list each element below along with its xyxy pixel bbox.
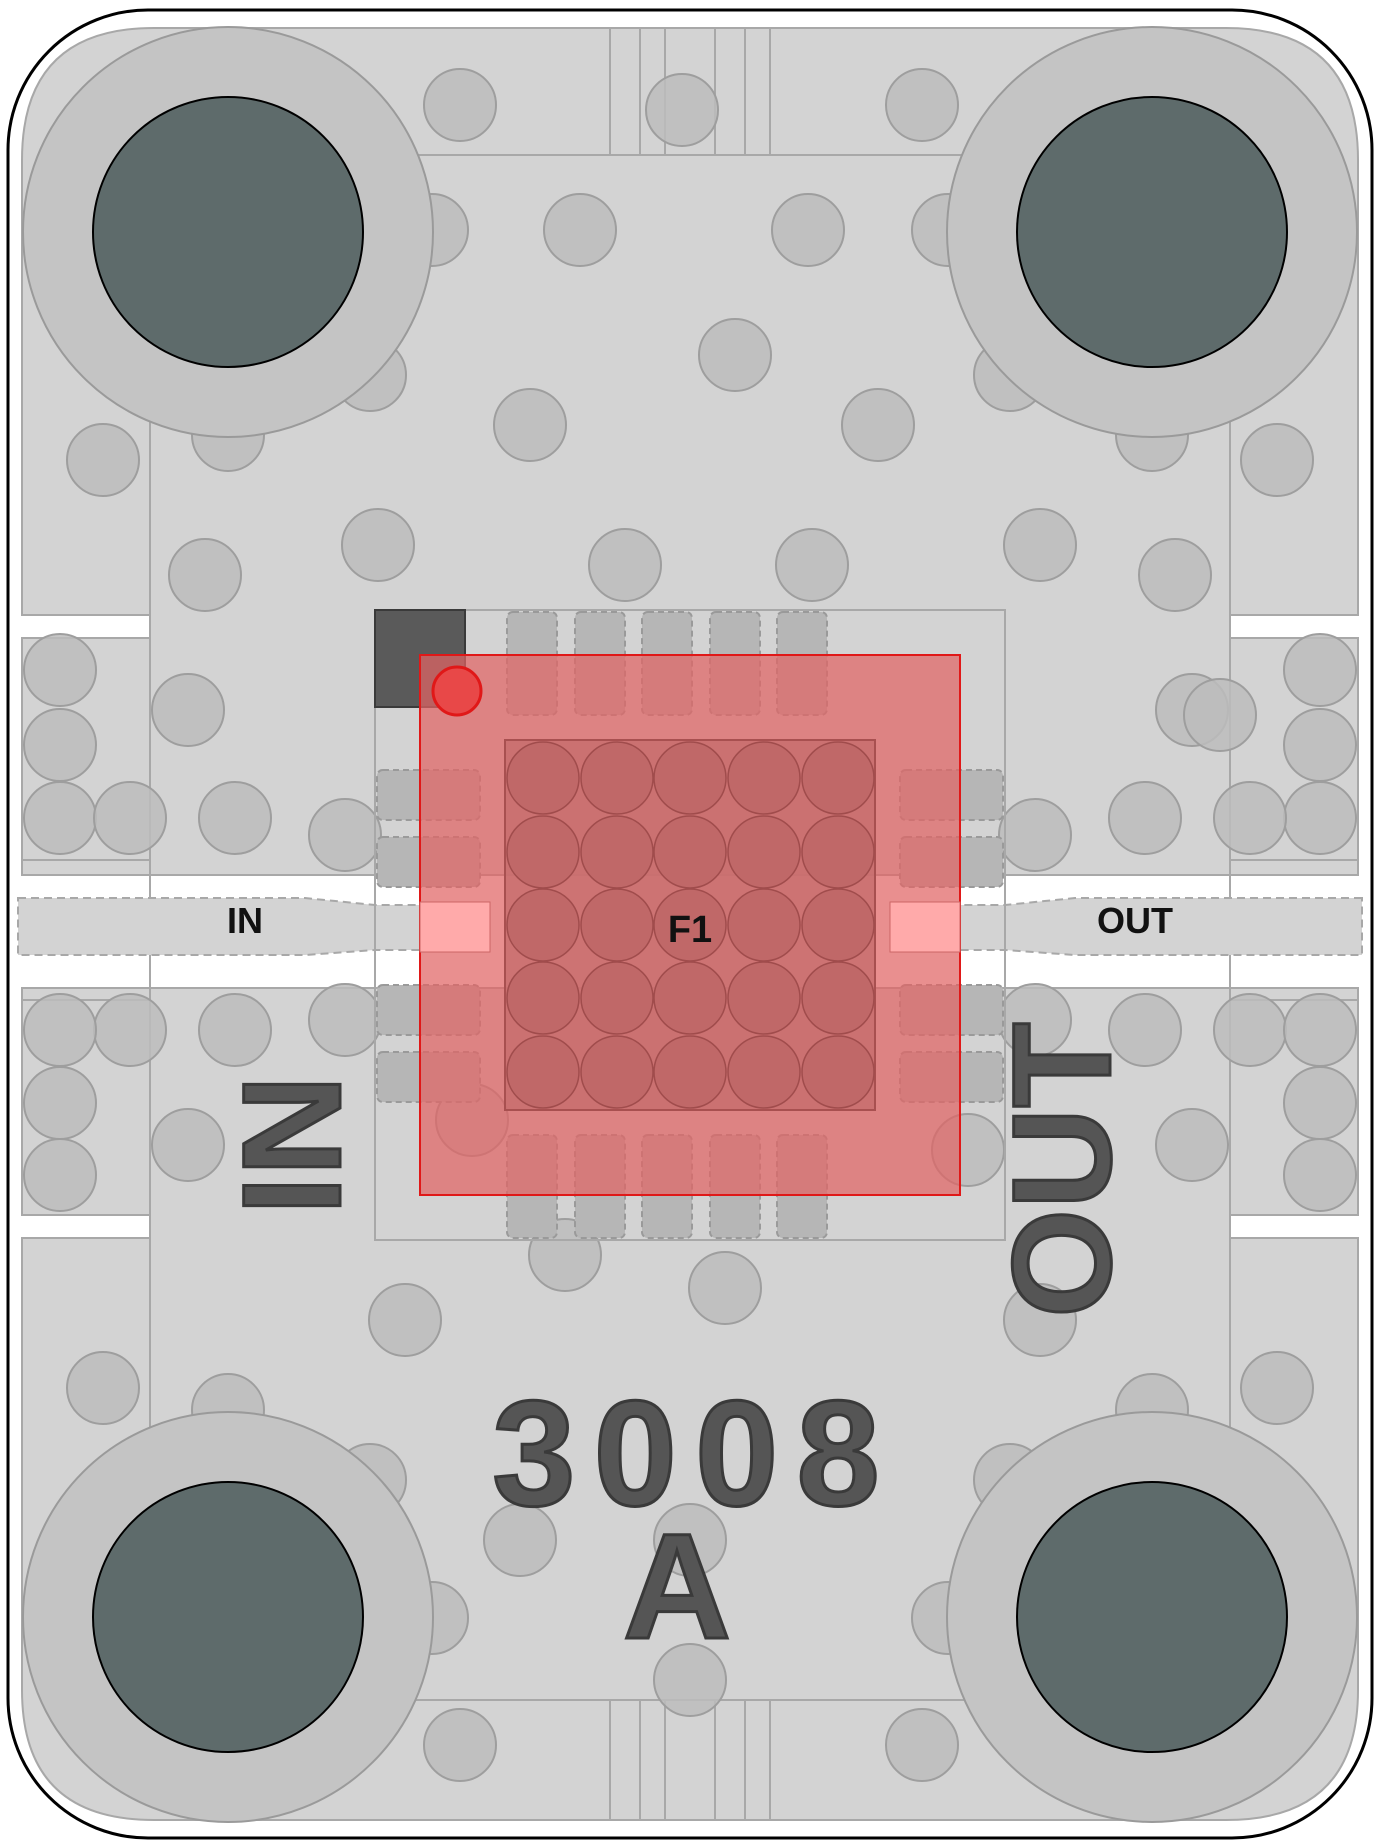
via: [168, 538, 242, 612]
via: [198, 993, 272, 1067]
mount-hole-bottom-left: [22, 1411, 434, 1823]
out-trace-label: OUT: [1097, 900, 1173, 941]
thermal-via: [653, 888, 727, 962]
via: [998, 798, 1072, 872]
via: [23, 781, 97, 855]
via: [653, 1503, 727, 1577]
via: [23, 633, 97, 707]
mount-hole-top-right: [946, 26, 1358, 438]
via: [653, 1643, 727, 1717]
thermal-via: [727, 741, 801, 815]
part-number-label: 3008: [492, 1369, 898, 1537]
component-ref-label: F1: [668, 909, 712, 951]
thermal-via: [506, 888, 580, 962]
via: [1108, 993, 1182, 1067]
via: [885, 1708, 959, 1782]
thermal-via: [580, 1035, 654, 1109]
via: [771, 193, 845, 267]
via: [93, 993, 167, 1067]
via: [1240, 1351, 1314, 1425]
rf-out-pad: [889, 901, 961, 953]
via: [1283, 993, 1357, 1067]
via: [1108, 781, 1182, 855]
via: [341, 508, 415, 582]
via: [775, 528, 849, 602]
via: [23, 1138, 97, 1212]
via: [66, 1351, 140, 1425]
via: [1003, 508, 1077, 582]
thermal-via: [801, 961, 875, 1035]
via: [23, 708, 97, 782]
via: [1213, 781, 1287, 855]
rf-trace: [17, 897, 1363, 956]
via: [1283, 1066, 1357, 1140]
via: [841, 388, 915, 462]
via: [1283, 1138, 1357, 1212]
mount-hole-bottom-right: [946, 1411, 1358, 1823]
thermal-via: [580, 888, 654, 962]
thermal-via: [653, 741, 727, 815]
via: [423, 1708, 497, 1782]
via: [23, 993, 97, 1067]
via: [151, 1108, 225, 1182]
via: [1283, 633, 1357, 707]
thermal-via: [580, 741, 654, 815]
thermal-via: [506, 961, 580, 1035]
via: [23, 1066, 97, 1140]
via: [198, 781, 272, 855]
via: [588, 528, 662, 602]
in-trace: [17, 897, 431, 956]
via: [1283, 781, 1357, 855]
via: [688, 1251, 762, 1325]
via: [368, 1283, 442, 1357]
thermal-via: [506, 1035, 580, 1109]
via: [885, 68, 959, 142]
thermal-via-array: [506, 741, 875, 1109]
silk-in-label: IN: [213, 1075, 370, 1215]
thermal-via: [801, 888, 875, 962]
revision-label: A: [623, 1502, 731, 1670]
via: [493, 388, 567, 462]
pin1-marker-icon: [431, 665, 483, 717]
via: [483, 1503, 557, 1577]
via: [423, 68, 497, 142]
mounting-holes: [22, 26, 1358, 1823]
thermal-via: [727, 815, 801, 889]
thermal-via: [580, 815, 654, 889]
thermal-via: [801, 1035, 875, 1109]
footprint-outline: [374, 609, 1006, 1241]
thermal-via: [653, 961, 727, 1035]
thermal-via: [801, 815, 875, 889]
rf-in-pad: [419, 901, 491, 953]
thermal-via: [506, 741, 580, 815]
thermal-via: [506, 815, 580, 889]
via: [1283, 708, 1357, 782]
thermal-via: [727, 961, 801, 1035]
via: [308, 798, 382, 872]
via: [1003, 1283, 1077, 1357]
via: [66, 423, 140, 497]
via: [308, 983, 382, 1057]
thermal-via: [580, 961, 654, 1035]
via: [1183, 678, 1257, 752]
via: [1213, 993, 1287, 1067]
thermal-via: [727, 888, 801, 962]
via: [93, 781, 167, 855]
silk-out-label: OUT: [983, 1022, 1140, 1318]
via: [698, 318, 772, 392]
via: [1138, 538, 1212, 612]
thermal-via: [653, 1035, 727, 1109]
via: [645, 73, 719, 147]
in-trace-label: IN: [227, 900, 263, 941]
via: [543, 193, 617, 267]
thermal-via: [801, 741, 875, 815]
via: [1155, 1108, 1229, 1182]
mount-hole-top-left: [22, 26, 434, 438]
via: [1240, 423, 1314, 497]
thermal-via: [653, 815, 727, 889]
via: [151, 673, 225, 747]
thermal-via: [727, 1035, 801, 1109]
